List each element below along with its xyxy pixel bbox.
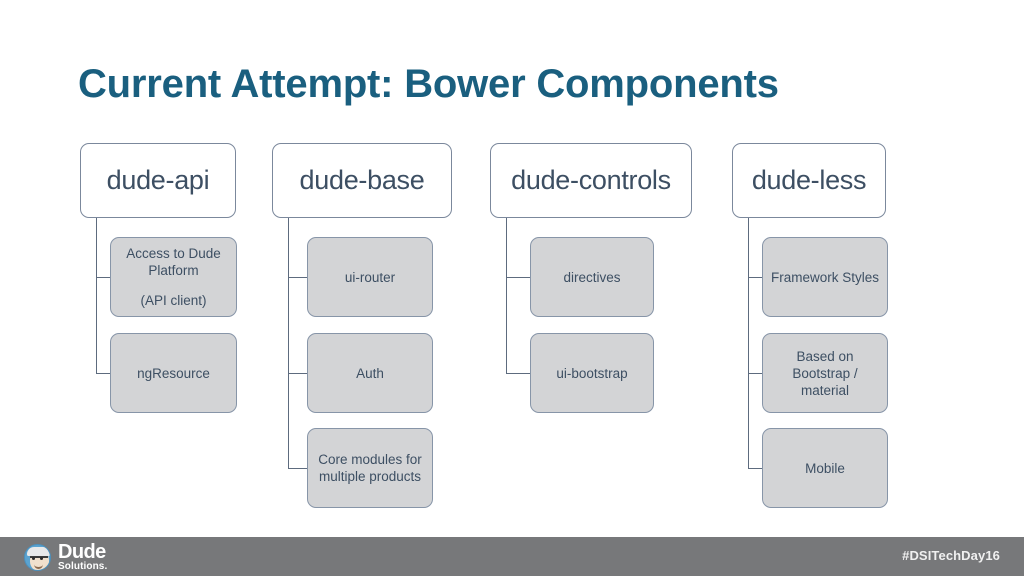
tree-connector-horizontal xyxy=(96,373,110,375)
tree-connector-vertical-dude-less xyxy=(748,218,750,468)
package-header-dude-api[interactable]: dude-api xyxy=(80,143,236,218)
package-header-label: dude-controls xyxy=(511,165,671,195)
logo-wordmark: Dude Solutions. xyxy=(58,540,108,572)
package-header-label: dude-base xyxy=(299,165,425,195)
package-item-box[interactable]: ui-bootstrap xyxy=(530,333,654,413)
package-item-box[interactable]: Core modules for multiple products xyxy=(307,428,433,508)
tree-connector-vertical-dude-base xyxy=(288,218,290,468)
package-item-sublabel: (API client) xyxy=(140,293,207,308)
tree-connector-horizontal xyxy=(506,373,530,375)
tree-connector-horizontal xyxy=(96,277,110,279)
logo-subword: Solutions. xyxy=(58,560,108,572)
tree-connector-horizontal xyxy=(748,468,762,470)
event-hashtag: #DSITechDay16 xyxy=(902,548,1000,563)
tree-connector-horizontal xyxy=(748,277,762,279)
package-header-label: dude-api xyxy=(106,165,210,195)
tree-connector-horizontal xyxy=(506,277,530,279)
package-item-label: Mobile xyxy=(805,460,845,476)
package-header-dude-controls[interactable]: dude-controls xyxy=(490,143,692,218)
package-item-label: Core modules for multiple products xyxy=(318,452,422,484)
package-item-label: ui-bootstrap xyxy=(556,365,628,381)
package-item-label: Based on Bootstrap / material xyxy=(792,348,858,398)
package-item-label: ngResource xyxy=(137,365,210,381)
logo-word: Dude xyxy=(58,540,106,563)
package-item-label: directives xyxy=(563,269,621,285)
package-item-label: Framework Styles xyxy=(770,269,880,285)
package-item-box[interactable]: Auth xyxy=(307,333,433,413)
tree-connector-horizontal xyxy=(288,373,307,375)
page-title: Current Attempt: Bower Components xyxy=(78,62,779,106)
package-header-dude-base[interactable]: dude-base xyxy=(272,143,452,218)
package-item-box[interactable]: directives xyxy=(530,237,654,317)
package-header-dude-less[interactable]: dude-less xyxy=(732,143,886,218)
dude-solutions-logo: Dude Solutions. xyxy=(24,540,108,572)
footer-bar xyxy=(0,537,1024,576)
tree-connector-vertical-dude-api xyxy=(96,218,98,373)
tree-connector-horizontal xyxy=(748,373,762,375)
tree-connector-horizontal xyxy=(288,277,307,279)
package-item-box[interactable]: Based on Bootstrap / material xyxy=(762,333,888,413)
package-item-box[interactable]: ui-router xyxy=(307,237,433,317)
package-item-box[interactable]: Access to Dude Platform (API client) xyxy=(110,237,237,317)
tree-connector-vertical-dude-controls xyxy=(506,218,508,373)
package-item-box[interactable]: Mobile xyxy=(762,428,888,508)
package-item-label: Access to Dude Platform xyxy=(126,246,221,278)
package-item-label: Auth xyxy=(356,365,384,381)
package-item-box[interactable]: ngResource xyxy=(110,333,237,413)
package-header-label: dude-less xyxy=(751,165,867,195)
package-item-box[interactable]: Framework Styles xyxy=(762,237,888,317)
tree-connector-horizontal xyxy=(288,468,307,470)
dude-face-logo-icon xyxy=(24,543,51,571)
package-item-label: ui-router xyxy=(344,269,396,285)
